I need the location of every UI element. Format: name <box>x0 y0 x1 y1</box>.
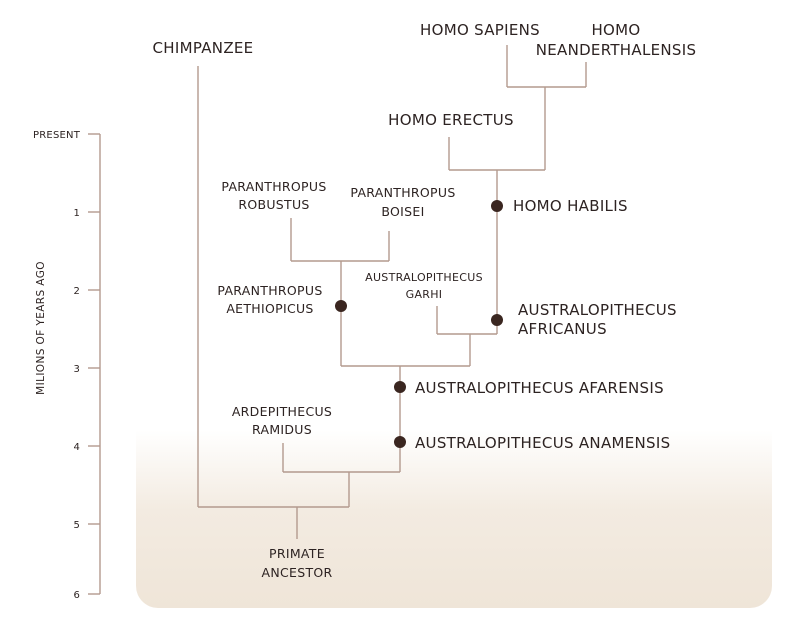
label-homo-sapiens: HOMO SAPIENS <box>420 21 540 39</box>
label-paranthropus-boisei-line1: PARANTHROPUS <box>350 185 455 200</box>
label-homo-erectus: HOMO ERECTUS <box>388 111 514 129</box>
node-paranthropus-aethiopicus <box>335 300 347 312</box>
time-axis: PRESENT 1 2 3 4 5 6 MILIONS OF YEARS AGO <box>33 130 101 601</box>
label-paranthropus-robustus-line2: ROBUSTUS <box>238 197 309 212</box>
label-homo-neanderthalensis-line2: NEANDERTHALENSIS <box>536 41 697 59</box>
label-ardepithecus-ramidus-line1: ARDEPITHECUS <box>232 404 332 419</box>
label-paranthropus-aethiopicus-line1: PARANTHROPUS <box>217 283 322 298</box>
label-paranthropus-boisei-line2: BOISEI <box>381 204 424 219</box>
label-primate-ancestor-line2: ANCESTOR <box>261 565 332 580</box>
label-australopithecus-garhi-line1: AUSTRALOPITHECUS <box>365 271 483 284</box>
label-homo-neanderthalensis-line1: HOMO <box>591 21 640 39</box>
tick-label-5: 5 <box>73 520 80 531</box>
labels: CHIMPANZEE HOMO SAPIENS HOMO NEANDERTHAL… <box>153 21 697 580</box>
label-australopithecus-afarensis: AUSTRALOPITHECUS AFARENSIS <box>415 379 664 397</box>
tick-label-1: 1 <box>73 208 80 219</box>
tick-label-3: 3 <box>73 364 80 375</box>
branches <box>197 45 587 539</box>
tick-label-2: 2 <box>73 286 80 297</box>
label-primate-ancestor-line1: PRIMATE <box>269 546 325 561</box>
label-australopithecus-africanus-line2: AFRICANUS <box>518 320 607 338</box>
node-australopithecus-anamensis <box>394 436 406 448</box>
label-australopithecus-africanus-line1: AUSTRALOPITHECUS <box>518 301 677 319</box>
label-paranthropus-robustus-line1: PARANTHROPUS <box>221 179 326 194</box>
tick-label-6: 6 <box>73 590 80 601</box>
axis-title: MILIONS OF YEARS AGO <box>35 261 47 395</box>
label-australopithecus-garhi-line2: GARHI <box>406 288 443 301</box>
tick-label-4: 4 <box>73 442 80 453</box>
nodes <box>335 200 503 448</box>
node-australopithecus-afarensis <box>394 381 406 393</box>
tick-label-present: PRESENT <box>33 130 81 141</box>
label-ardepithecus-ramidus-line2: RAMIDUS <box>252 422 312 437</box>
node-homo-habilis <box>491 200 503 212</box>
label-chimpanzee: CHIMPANZEE <box>153 39 254 57</box>
label-paranthropus-aethiopicus-line2: AETHIOPICUS <box>226 301 313 316</box>
label-australopithecus-anamensis: AUSTRALOPITHECUS ANAMENSIS <box>415 434 670 452</box>
node-australopithecus-africanus <box>491 314 503 326</box>
label-homo-habilis: HOMO HABILIS <box>513 197 628 215</box>
background-panel <box>136 430 772 608</box>
